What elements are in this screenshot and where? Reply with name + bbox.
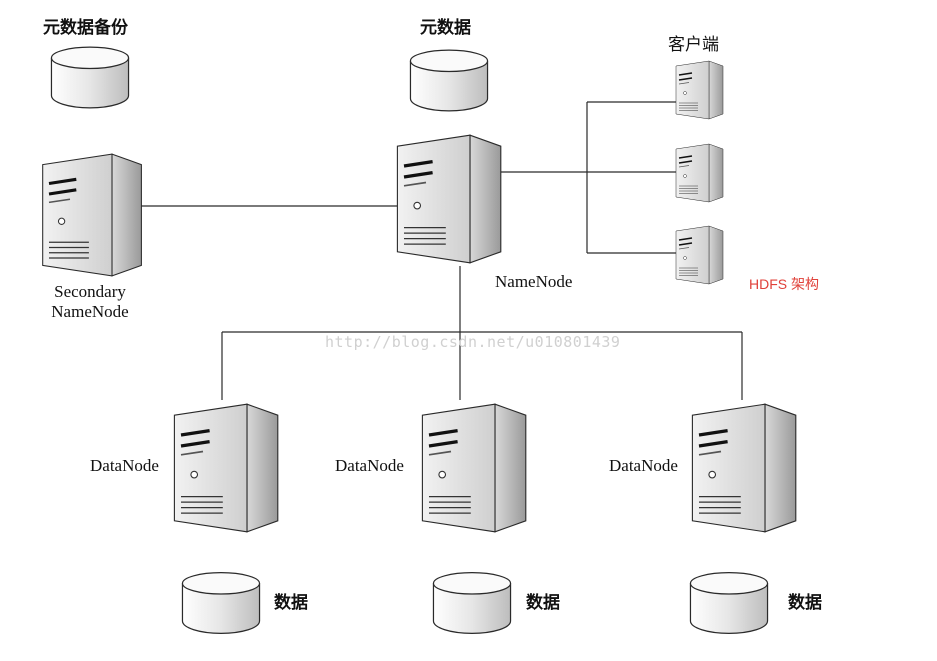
data-label-2: 数据 xyxy=(526,593,560,613)
client-label: 客户端 xyxy=(668,35,719,55)
datanode-server-icon-2 xyxy=(420,402,528,534)
metadata-disk-icon xyxy=(409,49,489,112)
metadata-backup-label: 元数据备份 xyxy=(43,18,128,38)
client-server-icon-3 xyxy=(675,225,724,285)
metadata-backup-disk-icon xyxy=(50,46,130,109)
client-server-icon-1 xyxy=(675,60,724,120)
watermark-url: http://blog.csdn.net/u010801439 xyxy=(325,333,621,351)
datanode-label-2: DataNode xyxy=(335,456,404,475)
data-label-1: 数据 xyxy=(274,593,308,613)
datanode-label-1: DataNode xyxy=(90,456,159,475)
data-disk-icon-1 xyxy=(181,571,261,635)
data-label-3: 数据 xyxy=(788,593,822,613)
metadata-label: 元数据 xyxy=(420,18,471,38)
secondary-namenode-label-line1: Secondary xyxy=(54,282,126,301)
secondary-namenode-label: Secondary NameNode xyxy=(30,282,150,322)
secondary-namenode-label-line2: NameNode xyxy=(51,302,129,321)
diagram-caption: HDFS 架构 xyxy=(749,276,819,292)
datanode-server-icon-3 xyxy=(690,402,798,534)
secondary-namenode-server-icon xyxy=(41,152,143,278)
data-disk-icon-2 xyxy=(432,571,512,635)
data-disk-icon-3 xyxy=(689,571,769,635)
namenode-server-icon xyxy=(395,133,503,265)
connections xyxy=(140,101,743,400)
client-server-icon-2 xyxy=(675,143,724,203)
datanode-label-3: DataNode xyxy=(609,456,678,475)
datanode-server-icon-1 xyxy=(172,402,280,534)
namenode-label: NameNode xyxy=(495,272,573,291)
